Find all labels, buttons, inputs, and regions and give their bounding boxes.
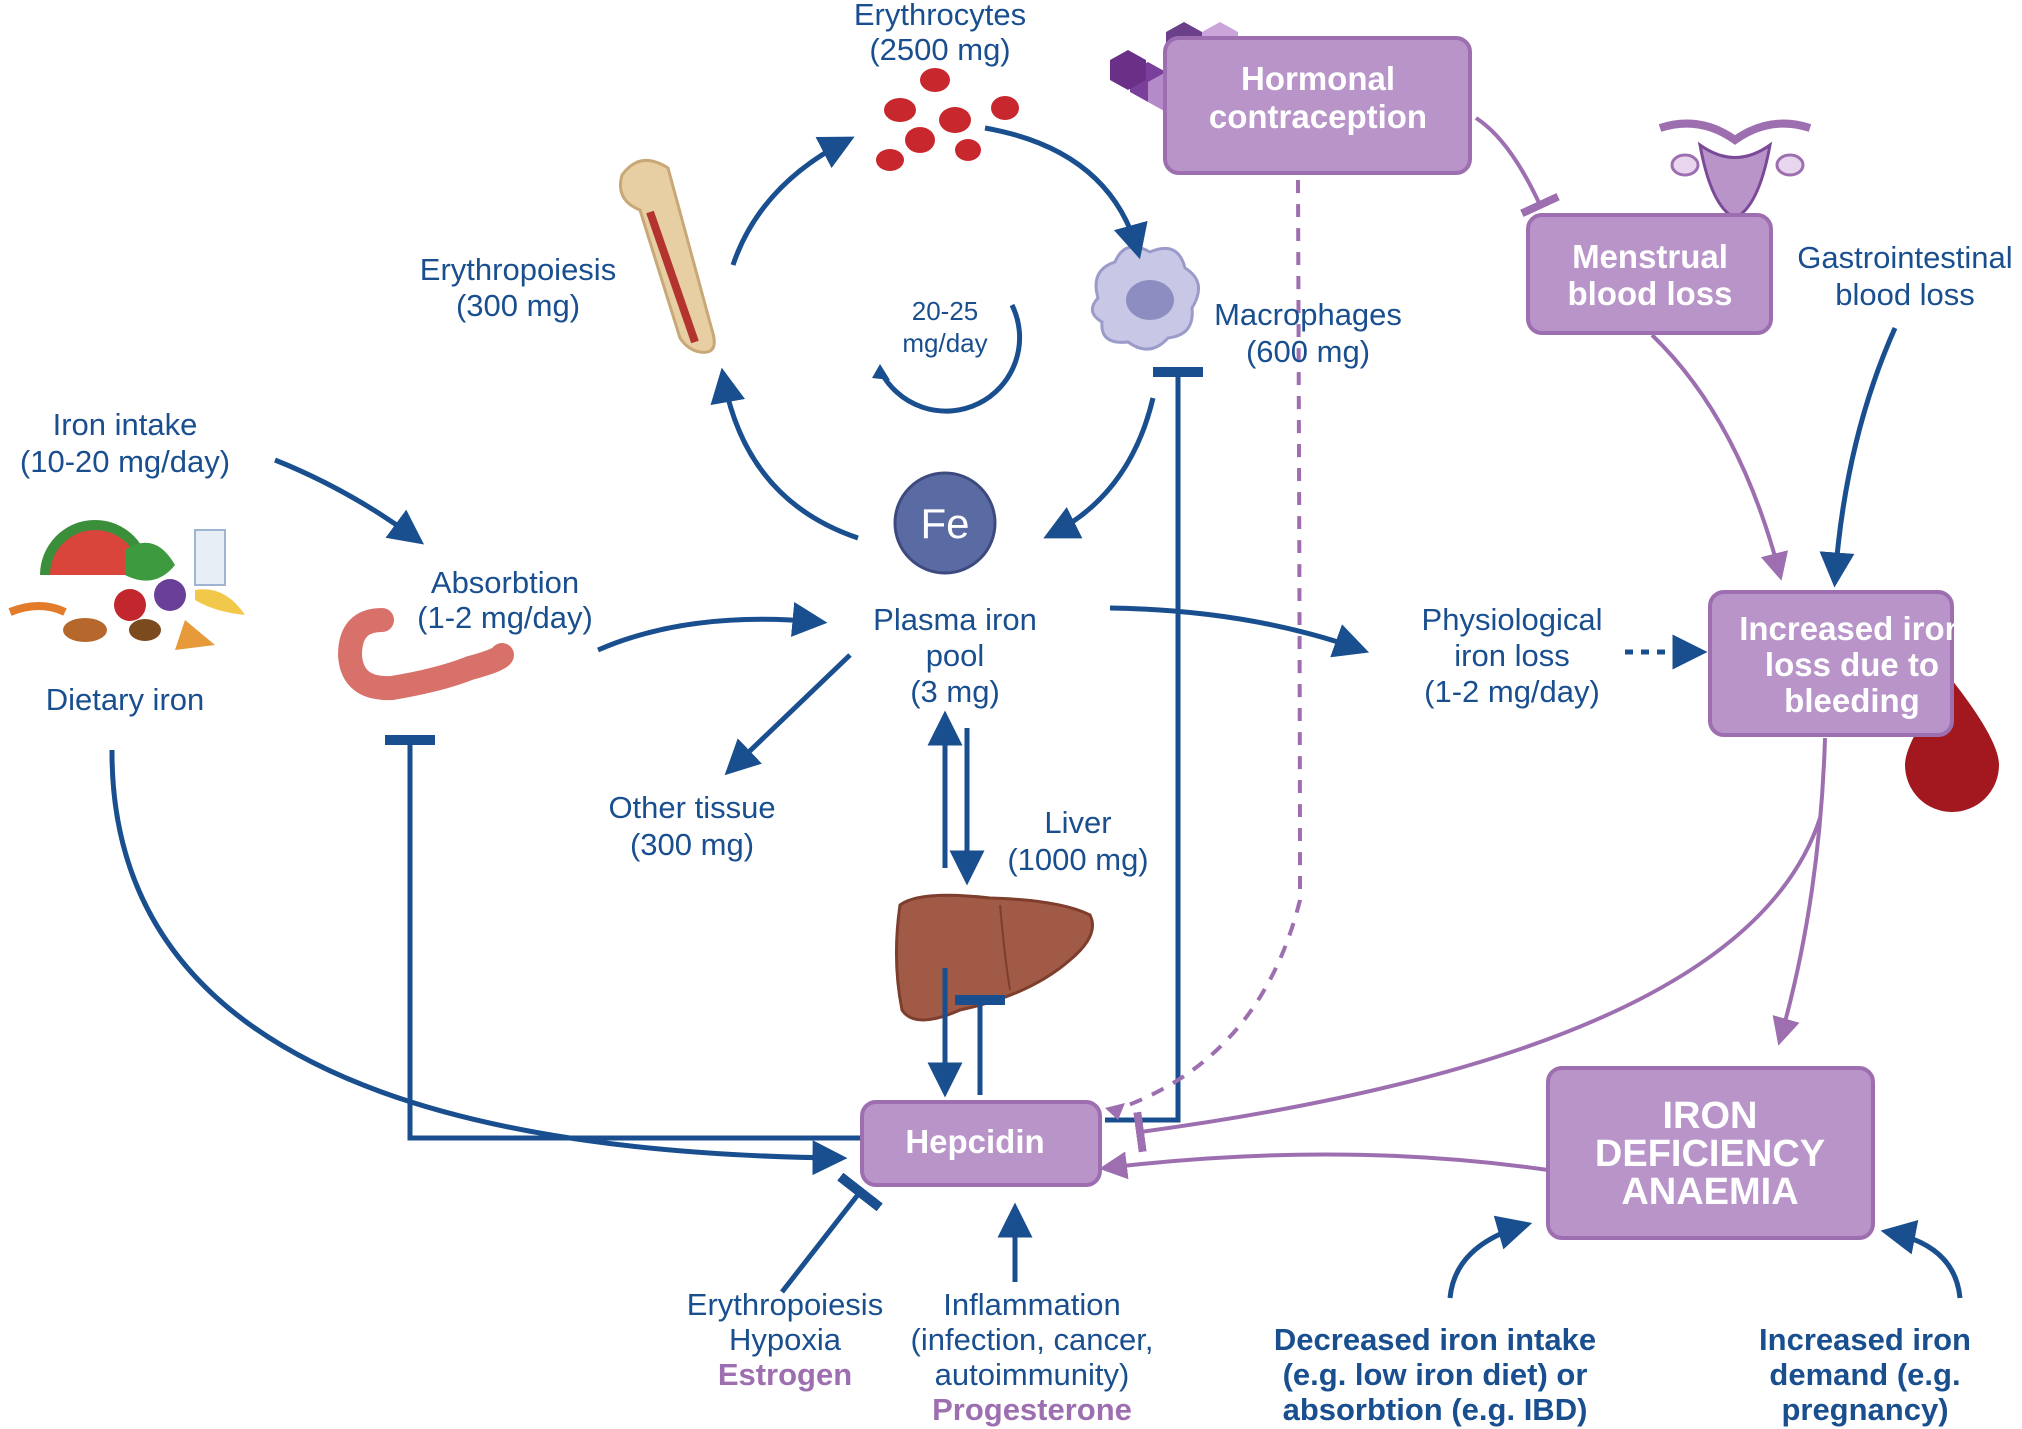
svg-text:Erythropoiesis: Erythropoiesis — [420, 252, 616, 287]
svg-text:Decreased iron intake: Decreased iron intake — [1274, 1322, 1596, 1357]
iron-intake-label: Iron intake (10-20 mg/day) — [20, 407, 230, 479]
menstrual-line-2: blood loss — [1568, 275, 1733, 312]
bleeding-line-2: loss due to — [1765, 646, 1939, 683]
hepcidin-inducers-label: Inflammation (infection, cancer, autoimm… — [911, 1287, 1154, 1427]
svg-text:Estrogen: Estrogen — [718, 1357, 852, 1392]
svg-text:20-25: 20-25 — [912, 296, 979, 326]
svg-text:iron loss: iron loss — [1454, 638, 1569, 673]
intestine-icon — [337, 608, 514, 701]
svg-text:mg/day: mg/day — [902, 328, 987, 358]
svg-text:pregnancy): pregnancy) — [1781, 1392, 1948, 1427]
ida-line-2: DEFICIENCY — [1595, 1133, 1825, 1175]
svg-text:(infection, cancer,: (infection, cancer, — [911, 1322, 1154, 1357]
hepcidin-label: Hepcidin — [905, 1123, 1044, 1160]
erythropoiesis-label: Erythropoiesis (300 mg) — [420, 252, 616, 323]
svg-text:Physiological: Physiological — [1422, 602, 1603, 637]
dietary-iron-label: Dietary iron — [46, 682, 205, 717]
svg-text:Progesterone: Progesterone — [932, 1392, 1132, 1427]
menstrual-blood-loss-box: Menstrual blood loss — [1526, 213, 1773, 335]
fe-symbol: Fe — [893, 471, 997, 575]
svg-text:Iron intake: Iron intake — [53, 407, 198, 442]
svg-text:Gastrointestinal: Gastrointestinal — [1797, 240, 2012, 275]
absorption-label: Absorbtion (1-2 mg/day) — [417, 565, 593, 635]
iron-cycle-arrows — [109, 125, 1963, 1299]
hormonal-line-1: Hormonal — [1241, 60, 1395, 97]
fe-label: Fe — [920, 500, 969, 547]
svg-text:autoimmunity): autoimmunity) — [935, 1357, 1130, 1392]
svg-text:(10-20 mg/day): (10-20 mg/day) — [20, 444, 230, 479]
svg-text:(1-2 mg/day): (1-2 mg/day) — [417, 600, 593, 635]
gi-blood-loss-label: Gastrointestinal blood loss — [1797, 240, 2012, 312]
svg-text:Plasma iron: Plasma iron — [873, 602, 1037, 637]
svg-text:(e.g. low iron diet) or: (e.g. low iron diet) or — [1283, 1357, 1588, 1392]
svg-text:(300 mg): (300 mg) — [456, 288, 580, 323]
svg-text:(600 mg): (600 mg) — [1246, 334, 1370, 369]
bleeding-arrows — [1099, 116, 1827, 1180]
iron-deficiency-anaemia-box: IRON DEFICIENCY ANAEMIA — [1546, 1066, 1875, 1240]
decreased-intake-label: Decreased iron intake (e.g. low iron die… — [1274, 1322, 1596, 1427]
bleeding-line-1: Increased iron — [1739, 610, 1965, 647]
increased-demand-label: Increased iron demand (e.g. pregnancy) — [1759, 1322, 1971, 1427]
hormonal-contraception-box: Hormonal contraception — [1163, 36, 1472, 175]
svg-text:absorbtion (e.g. IBD): absorbtion (e.g. IBD) — [1283, 1392, 1588, 1427]
other-tissue-label: Other tissue (300 mg) — [608, 790, 775, 862]
svg-text:pool: pool — [926, 638, 985, 673]
svg-text:blood loss: blood loss — [1835, 277, 1975, 312]
svg-text:Macrophages: Macrophages — [1214, 297, 1402, 332]
svg-text:(300 mg): (300 mg) — [630, 827, 754, 862]
liver-label: Liver (1000 mg) — [1007, 805, 1148, 877]
svg-text:(1000 mg): (1000 mg) — [1007, 842, 1148, 877]
svg-text:Other tissue: Other tissue — [608, 790, 775, 825]
svg-text:Liver: Liver — [1044, 805, 1111, 840]
plasma-iron-pool-label: Plasma iron pool (3 mg) — [873, 602, 1037, 709]
physiological-loss-label: Physiological iron loss (1-2 mg/day) — [1422, 602, 1603, 709]
hepcidin-box: Hepcidin — [860, 1100, 1102, 1187]
svg-text:Erythropoiesis: Erythropoiesis — [687, 1287, 883, 1322]
food-icon — [8, 520, 245, 650]
bone-icon — [619, 159, 716, 354]
liver-icon — [894, 893, 1094, 1022]
erythrocytes-icon — [876, 68, 1019, 171]
ida-line-3: ANAEMIA — [1621, 1171, 1798, 1213]
svg-text:Erythrocytes: Erythrocytes — [854, 0, 1026, 32]
menstrual-line-1: Menstrual — [1572, 238, 1728, 275]
hepcidin-inhibitors-label: Erythropoiesis Hypoxia Estrogen — [687, 1287, 883, 1392]
cycle-rate-label: 20-25 mg/day — [902, 296, 987, 358]
svg-text:(3 mg): (3 mg) — [910, 674, 1000, 709]
svg-text:Increased iron: Increased iron — [1759, 1322, 1971, 1357]
svg-text:Hypoxia: Hypoxia — [729, 1322, 842, 1357]
bleeding-loss-box: Increased iron loss due to bleeding — [1708, 590, 1965, 737]
macrophage-icon — [1090, 245, 1201, 351]
svg-text:(1-2 mg/day): (1-2 mg/day) — [1424, 674, 1600, 709]
svg-text:(2500 mg): (2500 mg) — [869, 32, 1010, 67]
erythrocytes-label: Erythrocytes (2500 mg) — [854, 0, 1026, 67]
svg-text:Absorbtion: Absorbtion — [431, 565, 579, 600]
svg-text:demand (e.g.: demand (e.g. — [1769, 1357, 1960, 1392]
macrophages-label: Macrophages (600 mg) — [1214, 297, 1402, 369]
ida-line-1: IRON — [1663, 1095, 1758, 1137]
bleeding-line-3: bleeding — [1784, 682, 1920, 719]
svg-text:Inflammation: Inflammation — [943, 1287, 1120, 1322]
hormonal-line-2: contraception — [1209, 98, 1427, 135]
